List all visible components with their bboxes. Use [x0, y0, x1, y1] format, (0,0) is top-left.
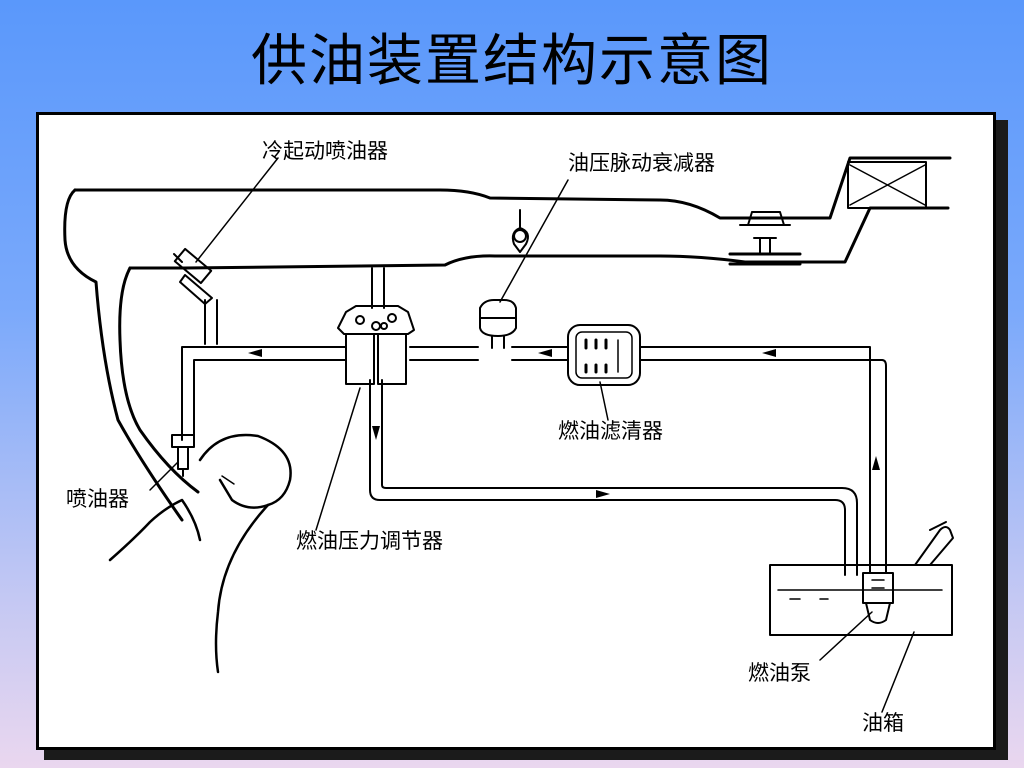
fuel-pump-label: 燃油泵 [748, 661, 811, 685]
fuel-filter-label: 燃油滤清器 [558, 419, 663, 443]
injector-shape [171, 434, 195, 477]
fuel-tank-label: 油箱 [862, 711, 904, 735]
intake-duct [63, 156, 952, 522]
fuel-lines [181, 267, 887, 576]
leader-lines [149, 157, 915, 713]
pressure-regulator-label: 燃油压力调节器 [296, 529, 443, 553]
engine-head [108, 433, 292, 674]
page-title: 供油装置结构示意图 [251, 29, 773, 94]
diagram-panel [36, 112, 996, 750]
pulsation-damper-shape [479, 299, 517, 349]
fuel-filter-shape [567, 324, 641, 386]
fuel-tank-shape [769, 521, 954, 636]
flow-arrows [248, 349, 880, 498]
pressure-regulator-shape [337, 305, 415, 385]
air-flow-meter [728, 211, 802, 266]
pulsation-damper-label: 油压脉动衰减器 [568, 151, 715, 175]
cold-start-injector-shape [173, 247, 213, 305]
throttle-body [511, 209, 529, 253]
fuel-pump-shape [862, 572, 894, 624]
injector-label: 喷油器 [66, 487, 129, 511]
cold-start-injector-label: 冷起动喷油器 [262, 139, 388, 163]
